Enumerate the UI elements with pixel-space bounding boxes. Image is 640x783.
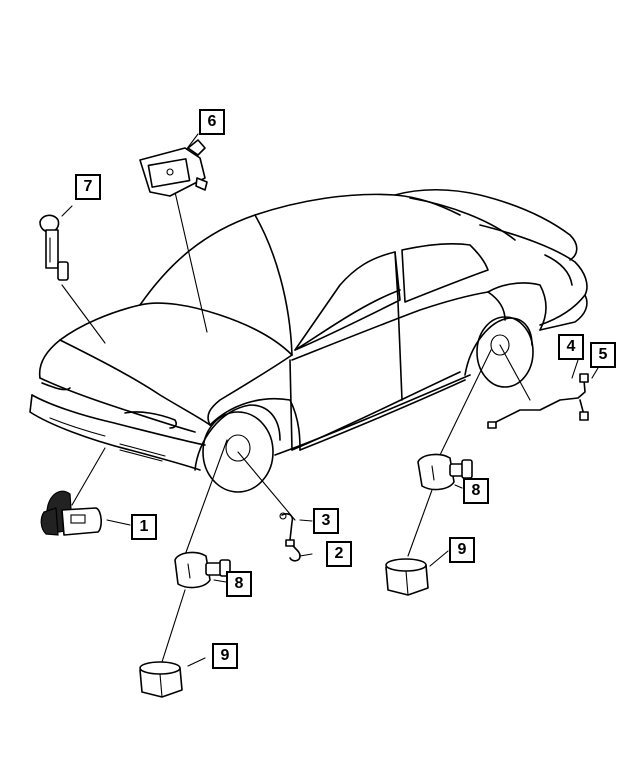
callout-3: 3 bbox=[313, 508, 339, 534]
callout-8-rear: 8 bbox=[463, 478, 489, 504]
callout-6: 6 bbox=[199, 109, 225, 135]
valve-stem-nut-icon bbox=[385, 558, 429, 596]
car-illustration bbox=[29, 188, 588, 493]
tire-pressure-sensor-icon bbox=[417, 453, 473, 491]
valve-stem-nut-icon bbox=[139, 661, 183, 698]
front-wiring-harness-icon bbox=[279, 512, 301, 562]
callout-5: 5 bbox=[590, 342, 616, 368]
leader-lines bbox=[61, 133, 599, 667]
control-module-icon bbox=[139, 139, 208, 197]
callout-9-front: 9 bbox=[212, 643, 238, 669]
callout-7: 7 bbox=[75, 174, 101, 200]
antenna-receiver-icon bbox=[39, 214, 69, 281]
callout-8-front: 8 bbox=[226, 571, 252, 597]
rear-wiring-harness-icon bbox=[487, 373, 589, 429]
callout-4: 4 bbox=[558, 334, 584, 360]
callout-9-rear: 9 bbox=[449, 537, 475, 563]
callout-2: 2 bbox=[326, 541, 352, 567]
callout-1: 1 bbox=[131, 514, 157, 540]
tire-pressure-sensor-icon bbox=[174, 551, 231, 589]
key-fob-transmitter-icon bbox=[40, 490, 102, 536]
